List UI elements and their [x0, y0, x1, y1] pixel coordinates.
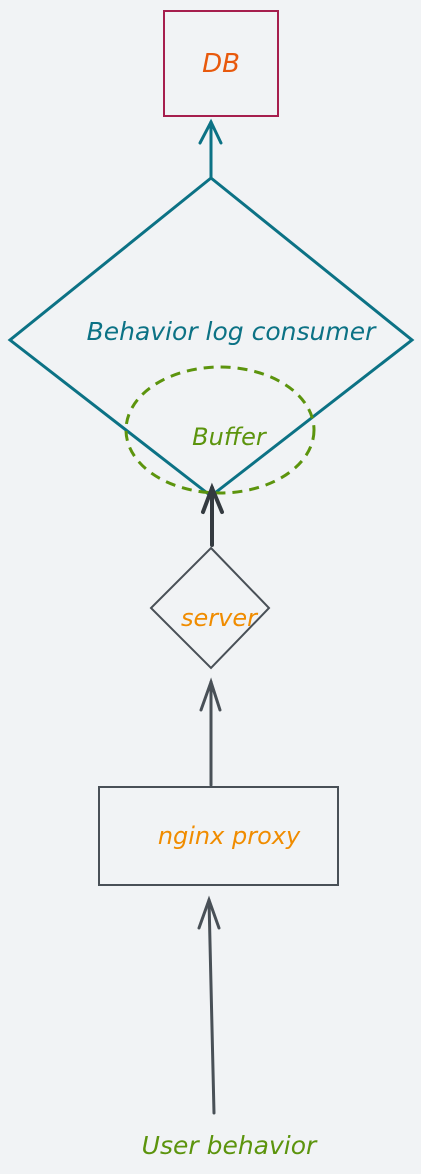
edge-server-to-buffer [201, 482, 224, 547]
user-behavior-label: User behavior [142, 1131, 318, 1160]
buffer-node [124, 365, 316, 495]
server-label: server [181, 604, 259, 632]
nginx-node [98, 786, 339, 886]
nginx-label: nginx proxy [158, 822, 301, 850]
db-label: DB [202, 49, 240, 79]
db-node [163, 10, 279, 117]
edge-nginx-to-server [199, 677, 222, 787]
edge-consumer-to-db [198, 118, 223, 179]
buffer-label: Buffer [192, 423, 268, 451]
edge-user-to-nginx [197, 895, 221, 1115]
consumer-label: Behavior log consumer [87, 317, 378, 346]
server-node [149, 546, 271, 670]
